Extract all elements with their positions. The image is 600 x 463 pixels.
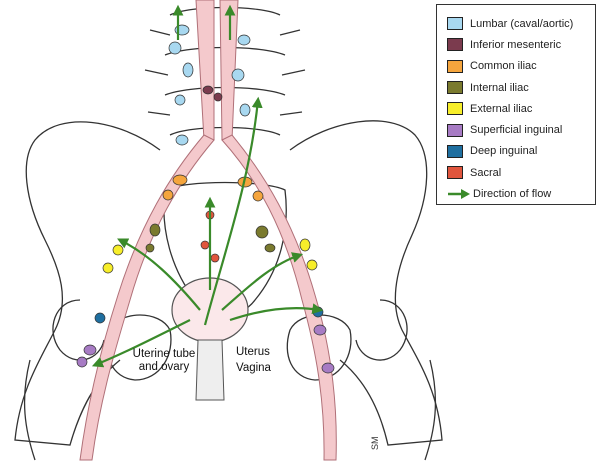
legend-swatch xyxy=(447,17,463,31)
legend-label: Superficial inguinal xyxy=(470,124,563,137)
legend-label: Sacral xyxy=(470,166,502,179)
flow-arrows xyxy=(91,4,324,368)
blood-vessels xyxy=(79,0,337,461)
label-uterus: Uterus xyxy=(236,346,270,358)
legend-item-external-iliac: External iliac xyxy=(447,98,595,119)
legend-label: Lumbar (caval/aortic) xyxy=(470,17,574,30)
legend-item-flow: Direction of flow xyxy=(447,183,595,204)
legend-swatch xyxy=(447,102,463,116)
vagina-shape xyxy=(195,339,225,401)
legend-item-deep-inguinal: Deep inguinal xyxy=(447,141,595,162)
legend-swatch xyxy=(447,166,463,180)
legend-item-inferior-mesenteric: Inferior mesenteric xyxy=(447,34,595,55)
legend-swatch xyxy=(447,59,463,73)
legend-swatch xyxy=(447,123,463,137)
artist-signature: SM xyxy=(370,437,380,451)
legend-item-lumbar: Lumbar (caval/aortic) xyxy=(447,13,595,34)
legend-item-common-iliac: Common iliac xyxy=(447,56,595,77)
legend-label: External iliac xyxy=(470,102,533,115)
legend-swatch xyxy=(447,81,463,95)
label-uterine-tube-line2: and ovary xyxy=(138,361,190,373)
arrow-icon xyxy=(448,189,470,200)
legend-label: Direction of flow xyxy=(473,188,552,201)
legend-item-sacral: Sacral xyxy=(447,162,595,183)
superficial-inguinal-nodes xyxy=(76,324,335,374)
legend: Lumbar (caval/aortic) Inferior mesenteri… xyxy=(436,4,596,205)
legend-item-superficial-inguinal: Superficial inguinal xyxy=(447,119,595,140)
lymph-nodes xyxy=(76,24,335,374)
label-vagina: Vagina xyxy=(236,362,271,374)
legend-label: Deep inguinal xyxy=(470,145,538,158)
legend-swatch xyxy=(447,38,463,52)
common-iliac-nodes xyxy=(162,174,264,202)
legend-item-internal-iliac: Internal iliac xyxy=(447,77,595,98)
label-uterine-tube: Uterine tube and ovary xyxy=(128,348,200,374)
legend-label: Inferior mesenteric xyxy=(470,38,562,51)
lumbar-nodes xyxy=(168,24,251,146)
label-uterine-tube-line1: Uterine tube xyxy=(132,348,196,360)
legend-label: Internal iliac xyxy=(470,81,529,94)
external-iliac-nodes xyxy=(102,238,318,274)
legend-label: Common iliac xyxy=(470,60,537,73)
inferior-mesenteric-nodes xyxy=(202,85,223,102)
internal-iliac-nodes xyxy=(145,223,276,253)
legend-swatch xyxy=(447,144,463,158)
